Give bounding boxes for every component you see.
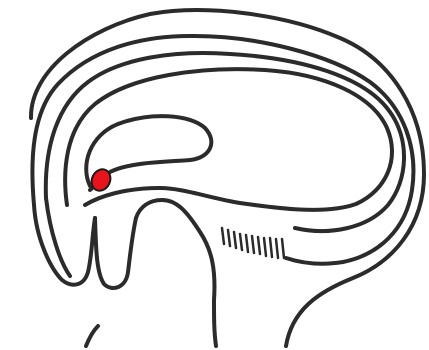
lower-stalk-left <box>136 200 214 300</box>
middle-lobe <box>95 218 136 288</box>
inner-chamber-contour <box>65 69 392 210</box>
left-lobe-outer <box>34 205 95 285</box>
lower-stalk-right <box>214 300 216 346</box>
hatch-marks <box>222 228 284 258</box>
bottom-small-stroke <box>86 326 98 346</box>
